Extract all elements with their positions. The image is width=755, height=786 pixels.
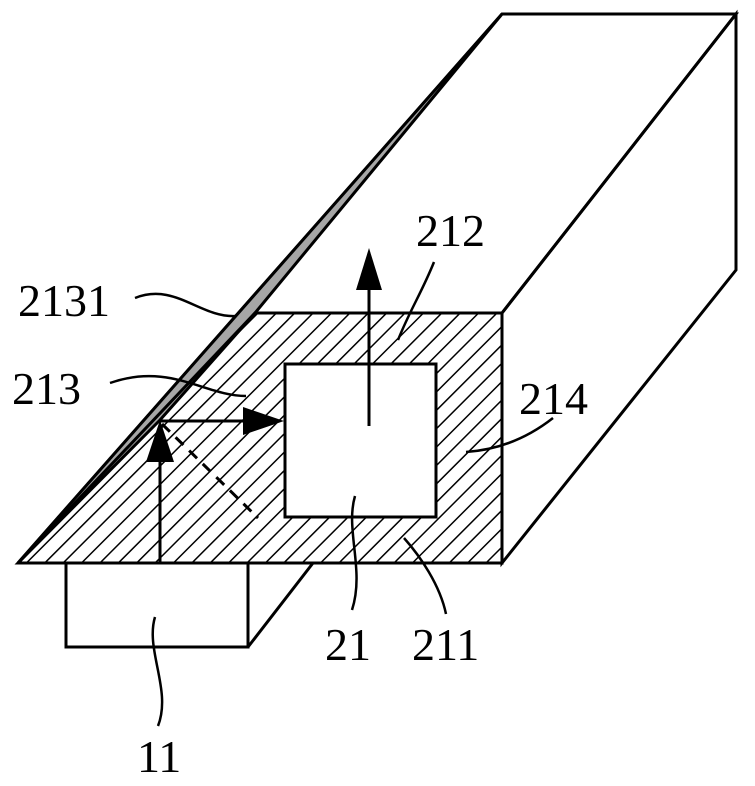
component-11-box xyxy=(64,561,250,649)
leader-212 xyxy=(396,261,436,341)
label-212: 212 xyxy=(416,205,485,256)
component-11-edge xyxy=(246,562,315,648)
arrow-horizontal-head xyxy=(243,407,284,435)
leader-213 xyxy=(109,374,247,398)
label-2131: 2131 xyxy=(18,275,110,326)
label-21: 21 xyxy=(325,619,371,670)
dashed-reflection-line xyxy=(160,422,260,520)
label-214: 214 xyxy=(519,373,588,424)
arrow-up-head xyxy=(356,248,382,290)
arrow-vertical-left-head xyxy=(146,420,174,462)
prism-right-face xyxy=(500,9,738,568)
leader-11 xyxy=(151,616,164,727)
label-213: 213 xyxy=(12,363,81,414)
leader-21 xyxy=(350,495,358,611)
leader-211 xyxy=(403,537,448,615)
label-11: 11 xyxy=(137,731,181,782)
window-21 xyxy=(283,362,438,519)
leader-2131 xyxy=(134,292,237,318)
label-211: 211 xyxy=(412,619,479,670)
front-face-outline xyxy=(14,311,504,565)
leader-214 xyxy=(465,417,554,454)
